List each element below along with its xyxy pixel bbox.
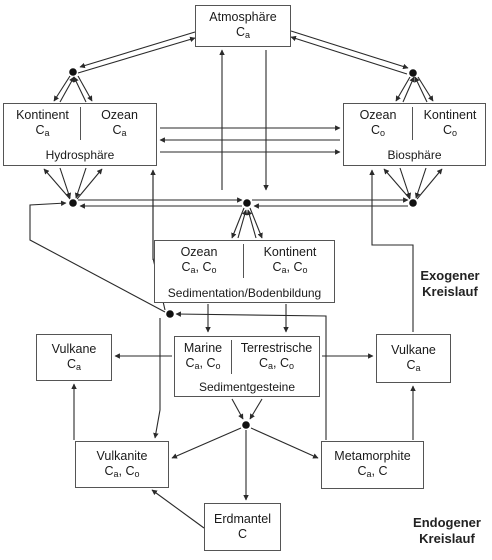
- link-sednode-to-vulkanite: [153, 318, 161, 439]
- vulkane-left-name: Vulkane: [51, 342, 97, 356]
- link-topleft-to-hydro: [53, 75, 71, 102]
- link-topleft-to-atm: [77, 36, 196, 74]
- metamorphite-formula: Ca, C: [357, 464, 388, 479]
- biosphaere-box: Ozean Co Kontinent Co Biosphäre: [343, 103, 486, 166]
- hydrosphaere-kontinent: Kontinent Ca: [16, 108, 69, 138]
- link-atm-to-topleft: [79, 31, 196, 69]
- link-erdmantel-to-vulkanite: [151, 489, 205, 529]
- atmosphaere-formula: Ca: [235, 25, 251, 40]
- vulkanite-name: Vulkanite: [96, 449, 148, 463]
- link-topright-to-bio-2: [417, 76, 434, 102]
- biosphaere-ozean: Ozean Co: [359, 108, 397, 138]
- sedimentgesteine-divider: [231, 340, 232, 374]
- vulkane-left-formula: Ca: [66, 357, 82, 372]
- erdmantel-name: Erdmantel: [214, 512, 271, 526]
- link-topright-to-bio: [395, 76, 411, 102]
- link-topleft-to-hydro-2: [77, 75, 93, 102]
- node-lower: [242, 421, 250, 429]
- sedimentation-box: Ozean Ca, Co Kontinent Ca, Co Sedimentat…: [154, 240, 335, 303]
- link-midleft-to-hydro: [43, 168, 71, 200]
- link-sednode-to-midleft: [29, 200, 166, 313]
- link-lower-to-vulkanite: [171, 427, 242, 459]
- vulkane-right-box: Vulkane Ca: [376, 334, 451, 383]
- link-metamorphite-to-sednode: [175, 311, 327, 440]
- link-bio-to-midright-2: [414, 167, 427, 199]
- biosphaere-kontinent: Kontinent Co: [423, 108, 477, 138]
- node-top-left: [69, 68, 77, 76]
- vulkane-right-formula: Ca: [406, 358, 421, 373]
- node-mid-center: [243, 199, 251, 207]
- sedimentation-ozean: Ozean Ca, Co: [180, 245, 218, 275]
- node-sediment: [166, 310, 174, 318]
- link-bio-to-topright-2: [414, 76, 428, 103]
- hydrosphaere-ozean: Ozean Ca: [101, 108, 138, 138]
- atmosphaere-name: Atmosphäre: [209, 10, 277, 24]
- link-bio-to-midright: [399, 167, 412, 199]
- node-mid-left: [69, 199, 77, 207]
- link-hydro-to-midleft: [59, 167, 72, 199]
- exogener-kreislauf-label: Exogener Kreislauf: [420, 268, 480, 299]
- link-hydro-to-midleft-2: [74, 167, 87, 199]
- biosphaere-title: Biosphäre: [387, 148, 442, 162]
- hydrosphaere-title: Hydrosphäre: [45, 148, 115, 162]
- vulkane-left-box: Vulkane Ca: [36, 334, 112, 381]
- link-sed-to-center-2: [246, 209, 257, 239]
- atmosphaere-box: Atmosphäre Ca: [195, 5, 291, 47]
- node-top-right: [409, 69, 417, 77]
- link-bio-to-topright: [402, 76, 415, 103]
- link-hydro-to-topleft-2: [73, 76, 87, 103]
- sedimentgesteine-box: Marine Ca, Co Terrestrische Ca, Co Sedim…: [174, 336, 320, 397]
- link-gestein-to-lower: [231, 398, 244, 420]
- vulkanite-box: Vulkanite Ca, Co: [75, 441, 169, 488]
- link-topright-to-atm: [290, 35, 408, 75]
- metamorphite-name: Metamorphite: [334, 449, 411, 463]
- link-midleft-to-hydro-2: [76, 168, 103, 200]
- link-atm-to-topright: [290, 30, 409, 70]
- hydrosphaere-box: Kontinent Ca Ozean Ca Hydrosphäre: [3, 103, 157, 166]
- endogener-kreislauf-label: Endogener Kreislauf: [413, 515, 481, 546]
- link-hydro-to-topleft: [59, 76, 75, 103]
- sedimentgesteine-marine: Marine Ca, Co: [183, 341, 223, 371]
- vulkanite-formula: Ca, Co: [104, 464, 140, 479]
- hydrosphaere-divider: [80, 107, 81, 140]
- vulkane-right-name: Vulkane: [391, 343, 436, 357]
- sedimentgesteine-terrestrische: Terrestrische Ca, Co: [240, 341, 313, 371]
- biosphaere-divider: [412, 107, 413, 140]
- link-lower-to-metamorphite: [250, 427, 319, 459]
- link-vulkaneright-to-bio: [369, 169, 414, 332]
- metamorphite-box: Metamorphite Ca, C: [321, 441, 424, 489]
- link-gestein-to-lower-2: [249, 398, 263, 420]
- sedimentation-kontinent: Kontinent Ca, Co: [263, 245, 317, 275]
- link-midright-to-bio-2: [416, 168, 443, 200]
- sedimentation-title: Sedimentation/Bodenbildung: [167, 286, 322, 300]
- link-midright-to-bio: [383, 168, 411, 200]
- erdmantel-formula: C: [237, 527, 248, 541]
- link-sed-to-center: [237, 209, 248, 239]
- erdmantel-box: Erdmantel C: [204, 503, 281, 551]
- sedimentgesteine-title: Sedimentgesteine: [198, 380, 296, 394]
- sedimentation-divider: [243, 244, 244, 278]
- node-mid-right: [409, 199, 417, 207]
